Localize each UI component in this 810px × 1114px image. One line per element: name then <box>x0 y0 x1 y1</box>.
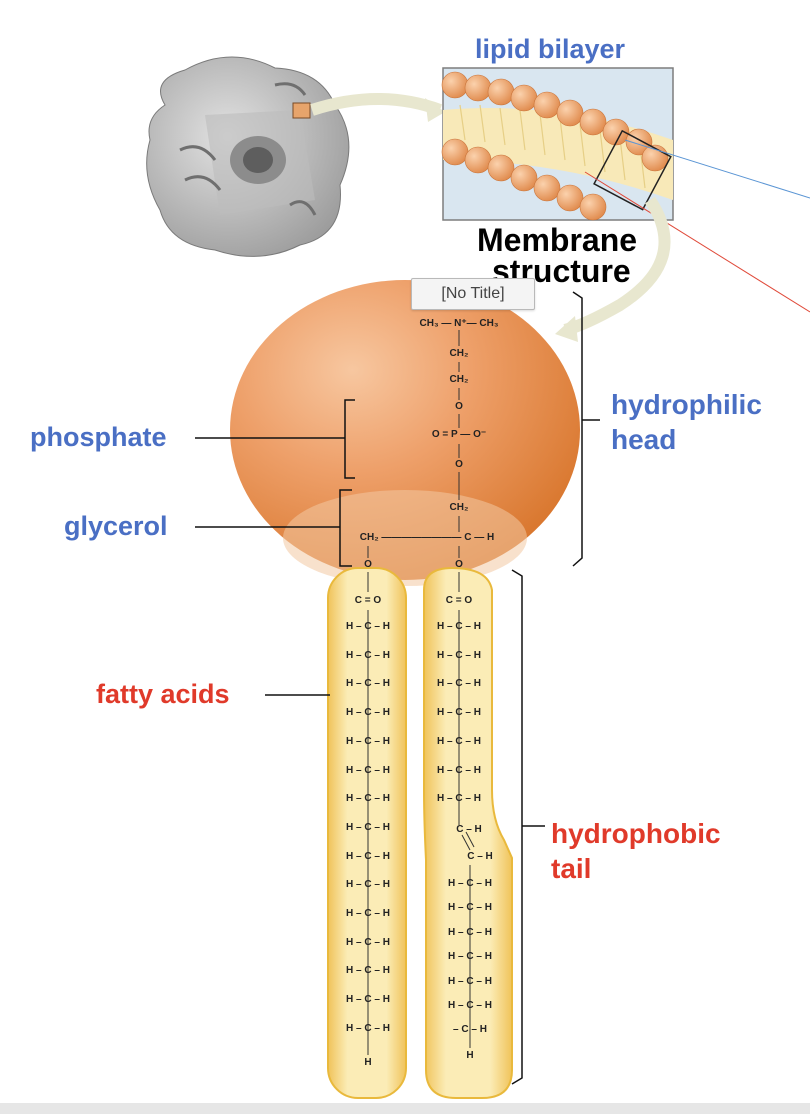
tail1-carbon-row: H – C – H <box>346 994 390 1006</box>
tail1-carbon-row: H – C – H <box>346 735 390 747</box>
hydrophobic-label-line2: tail <box>551 853 592 884</box>
tail1-carbon-row: H – C – H <box>346 621 390 632</box>
tail1-carbon-row: H – C – H <box>346 707 390 719</box>
tail2-carbon-row-lower: H – C – H <box>448 878 492 889</box>
phosphate-label: phosphate <box>30 422 167 452</box>
glycerol-region <box>283 490 527 586</box>
cell-to-bilayer-arrow <box>310 93 443 116</box>
tail2-carbon-row-lower: H – C – H <box>448 926 492 938</box>
glycerol-label: glycerol <box>64 511 168 541</box>
tail2-carbon-row: H – C – H <box>437 764 481 776</box>
tail1-carbon-row: H – C – H <box>346 821 390 833</box>
tail1-carbon-row: H – C – H <box>346 764 390 776</box>
fatty-acids-label: fatty acids <box>96 679 230 709</box>
glycerol-row: CH₂ ———————— C — H <box>359 532 495 543</box>
oxygen-left: O <box>364 559 372 570</box>
tail1-carbon-row: H – C – H <box>346 850 390 862</box>
hydrophilic-label-line1: hydrophilic <box>611 389 762 420</box>
tail1-carbon-row: H – C – H <box>346 965 390 977</box>
tail2-carbon-row: H – C – H <box>437 793 481 805</box>
tail1-carbon-row: H – C – H <box>346 1022 390 1034</box>
tail2-carbon-row: H – C – H <box>437 707 481 719</box>
tail1-carbonyl: C = O <box>354 595 382 606</box>
fatty-acid-tail-2 <box>423 566 513 1099</box>
tail2-carbon-row-lower: H – C – H <box>448 975 492 987</box>
footer-bar <box>0 1103 810 1114</box>
tail2-carbon-row-lower: – C – H <box>453 1024 487 1036</box>
ch2-a: CH₂ <box>449 348 469 359</box>
tail1-carbon-row: H – C – H <box>346 793 390 805</box>
tail2-end-h: H <box>466 1050 474 1061</box>
tail1-carbon-row: H – C – H <box>346 908 390 919</box>
tail2-double-bond-b: C – H <box>467 851 493 862</box>
lipid-bilayer-label: lipid bilayer <box>475 34 626 64</box>
membrane-title-line1: Membrane <box>477 222 638 258</box>
tail1-carbon-row: H – C – H <box>346 879 390 891</box>
no-title-tooltip: [No Title] <box>411 278 535 310</box>
hydrophilic-label-line2: head <box>611 424 677 455</box>
arrowhead-icon <box>425 98 445 122</box>
tail2-carbon-row: H – C – H <box>437 621 481 632</box>
oxygen-upper: O <box>455 401 463 412</box>
tail2-carbon-row: H – C – H <box>437 678 481 690</box>
oxygen-right: O <box>455 559 463 570</box>
hydrophobic-label-line1: hydrophobic <box>551 818 721 849</box>
lipid-bilayer-inset <box>441 67 810 313</box>
head-bonds <box>367 330 460 592</box>
tail1-carbon-row: H – C – H <box>346 649 390 661</box>
tail2-carbon-row-lower: H – C – H <box>448 951 492 963</box>
tail2-carbon-row: H – C – H <box>437 735 481 747</box>
ch2-c: CH₂ <box>449 502 469 513</box>
tail1-carbon-row: H – C – H <box>346 936 390 948</box>
arrowhead-icon-2 <box>555 316 578 342</box>
tail2-carbon-row-lower: H – C – H <box>448 902 492 914</box>
choline-group: CH₃ — N⁺— CH₃ <box>419 318 499 329</box>
tail-bonds <box>367 610 475 1055</box>
tail1-end-h: H <box>364 1057 372 1068</box>
leader-lines <box>195 291 600 1085</box>
tail2-carbonyl: C = O <box>445 595 473 606</box>
oxygen-lower: O <box>455 459 463 470</box>
tail1-carbon-row: H – C – H <box>346 678 390 690</box>
phosphate-group: O = P — O⁻ <box>431 429 487 440</box>
tail2-double-bond-a: C – H <box>456 824 482 835</box>
tail2-carbon-row-lower: H – C – H <box>448 1000 492 1011</box>
ch2-b: CH₂ <box>449 374 469 385</box>
cell-illustration <box>146 56 350 257</box>
tail2-carbon-row: H – C – H <box>437 649 481 661</box>
fatty-acid-tail-1 <box>327 567 407 1099</box>
